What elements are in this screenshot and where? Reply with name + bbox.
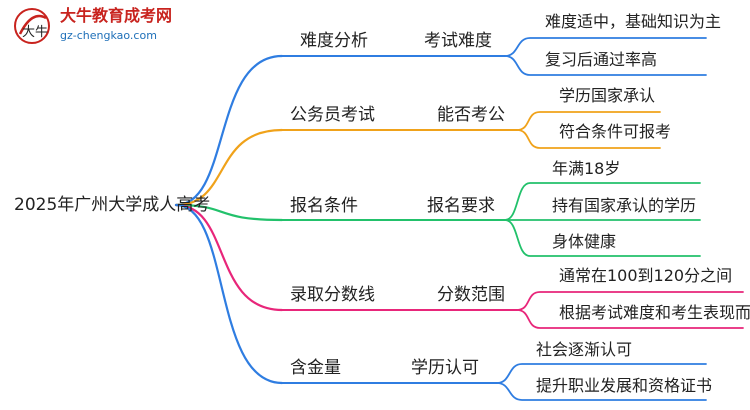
leaf-eligible: 符合条件可报考 xyxy=(559,122,672,141)
leaf-pass-rate: 复习后通过率高 xyxy=(545,50,658,69)
sub-exam-difficulty: 考试难度 xyxy=(424,31,492,51)
branch-civil-service: 公务员考试 xyxy=(290,105,375,125)
brand-logo[interactable]: 大牛 大牛教育成考网 gz-chengkao.com xyxy=(12,4,182,50)
branch-cutoff: 录取分数线 xyxy=(290,285,375,305)
leaf-career: 提升职业发展和资格证书 xyxy=(536,376,713,395)
branch-requirements: 报名条件 xyxy=(290,196,358,216)
sub-can-apply: 能否考公 xyxy=(437,105,505,125)
connector-branch-2 xyxy=(174,128,284,207)
branch-value: 含金量 xyxy=(290,358,341,378)
connector-leaf-1-2 xyxy=(504,55,707,76)
connector-leaf-5-1 xyxy=(496,363,707,384)
connector-leaf-4-2 xyxy=(516,309,744,329)
connector-branch-5 xyxy=(174,203,284,385)
logo-site-url: gz-chengkao.com xyxy=(60,29,157,42)
connector-branch-4 xyxy=(174,203,284,312)
leaf-difficulty-moderate: 难度适中，基础知识为主 xyxy=(545,12,722,31)
connector-leaf-1-1 xyxy=(504,37,707,57)
root-topic: 2025年广州大学成人高考 xyxy=(14,195,211,215)
connector-branch-1 xyxy=(174,54,284,207)
connector-leaf-3-3 xyxy=(504,219,701,257)
connector-branch-3 xyxy=(174,203,284,222)
connector-leaf-5-2 xyxy=(496,382,707,401)
logo-site-name: 大牛教育成考网 xyxy=(60,6,173,25)
connector-leaf-3-1 xyxy=(504,182,701,221)
leaf-prior-degree: 持有国家承认的学历 xyxy=(552,196,697,215)
connector-leaf-2-1 xyxy=(516,111,661,131)
connector-leaf-4-1 xyxy=(516,291,744,311)
branch-difficulty: 难度分析 xyxy=(300,31,368,51)
leaf-health: 身体健康 xyxy=(552,232,617,251)
logo-mark-icon: 大牛 xyxy=(14,8,50,44)
sub-score-range: 分数范围 xyxy=(437,285,505,305)
leaf-degree-recognized: 学历国家承认 xyxy=(559,86,656,105)
leaf-score-range: 通常在100到120分之间 xyxy=(559,266,733,285)
leaf-age: 年满18岁 xyxy=(552,159,621,178)
sub-recognition: 学历认可 xyxy=(411,358,479,378)
sub-registration-req: 报名要求 xyxy=(427,196,495,216)
connector-leaf-2-2 xyxy=(516,129,661,149)
leaf-depends: 根据考试难度和考生表现而定 xyxy=(559,303,750,322)
logo-badge-text: 大牛 xyxy=(22,25,48,40)
leaf-social-recognition: 社会逐渐认可 xyxy=(536,340,633,359)
